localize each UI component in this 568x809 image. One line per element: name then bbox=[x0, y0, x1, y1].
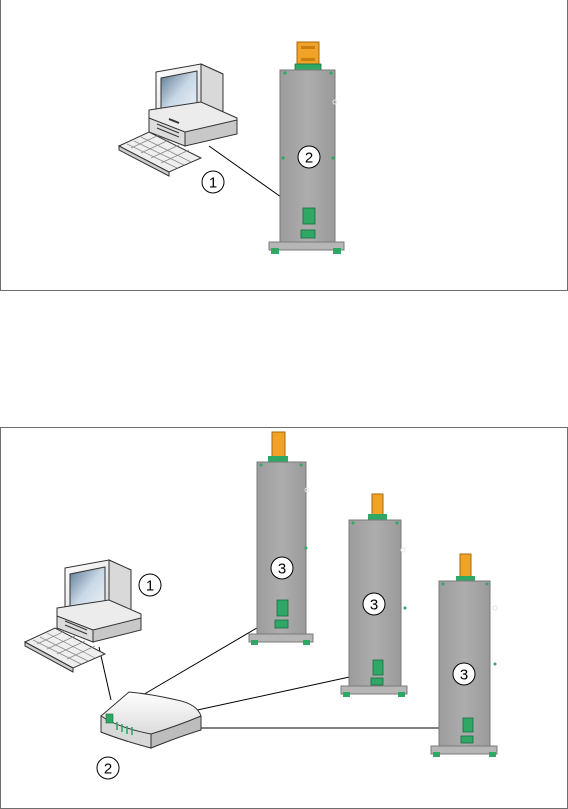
callout-1: 1 bbox=[202, 171, 224, 193]
callout-label-switch: 2 bbox=[104, 761, 112, 778]
network-connection-svg: 1 2 3 3 3 bbox=[1, 428, 567, 808]
computer-icon bbox=[57, 560, 141, 642]
callout-label-computer: 1 bbox=[146, 578, 154, 595]
callout-label-computer: 1 bbox=[209, 175, 217, 192]
single-connection-svg: 1 2 bbox=[1, 0, 567, 290]
callout-label-cabinet: 2 bbox=[305, 150, 313, 167]
callout-2: 2 bbox=[97, 757, 119, 779]
callout-label-cabinet-c: 3 bbox=[460, 667, 468, 684]
computer-icon bbox=[149, 64, 237, 146]
callout-2: 2 bbox=[298, 146, 320, 168]
cabinet-icon bbox=[431, 554, 497, 757]
cabinet-icon bbox=[249, 432, 313, 645]
diagram-panel-single: 1 2 bbox=[0, 0, 568, 291]
network-switch-icon bbox=[101, 692, 201, 748]
callout-label-cabinet-b: 3 bbox=[370, 597, 378, 614]
status-beacon-icon bbox=[372, 494, 383, 516]
status-beacon-icon bbox=[272, 432, 285, 458]
diagram-panel-network: 1 2 3 3 3 bbox=[0, 427, 568, 809]
callout-3a: 3 bbox=[271, 557, 293, 579]
callout-label-cabinet-a: 3 bbox=[278, 561, 286, 578]
callout-3b: 3 bbox=[363, 593, 385, 615]
status-beacon-icon bbox=[460, 554, 471, 578]
status-beacon-icon bbox=[297, 42, 319, 66]
callout-3c: 3 bbox=[453, 663, 475, 685]
callout-1: 1 bbox=[139, 574, 161, 596]
